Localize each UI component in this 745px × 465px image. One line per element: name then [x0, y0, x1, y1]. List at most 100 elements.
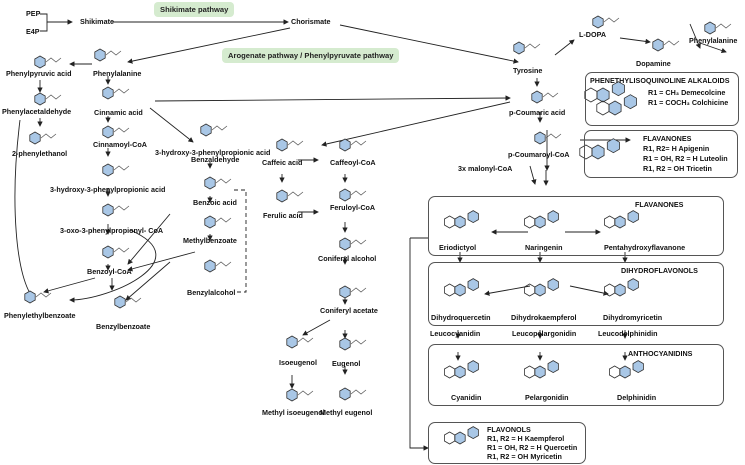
- benzene-ring-icon: [102, 245, 114, 259]
- benzene-ring-icon: [534, 131, 546, 145]
- benzene-ring-icon: [513, 41, 525, 55]
- flavanones-top-title: FLAVANONES: [643, 134, 692, 143]
- side-chain-icon: [350, 190, 367, 196]
- side-chain-icon: [35, 292, 52, 298]
- compound-l-dopa: L-DOPA: [579, 30, 607, 39]
- compound-malonyl-coa: 3x malonyl-CoA: [458, 164, 513, 173]
- benzene-ring-icon: [204, 176, 216, 190]
- fused-ring-icon: [524, 365, 536, 379]
- benzene-ring-icon: [102, 125, 114, 139]
- compound-caffeic-acid: Caffeic acid: [262, 158, 303, 167]
- side-chain-icon: [45, 57, 62, 63]
- flavonols-line-2: R1 = OH, R2 = H Quercetin: [487, 443, 578, 452]
- fused-ring-icon: [604, 283, 616, 297]
- benzene-ring-icon: [102, 163, 114, 177]
- side-chain-icon: [105, 50, 122, 56]
- compound-benzoic-acid: Benzoic acid: [193, 198, 237, 207]
- b-ring-icon: [606, 138, 620, 154]
- compound-shikimate: Shikimate: [80, 17, 114, 26]
- b-ring-icon: [623, 94, 637, 110]
- benzene-ring-icon: [34, 92, 46, 106]
- compound-coniferyl-acetate: Coniferyl acetate: [320, 306, 378, 315]
- side-chain-icon: [350, 389, 367, 395]
- flavonols-line-3: R1, R2 = OH Myricetin: [487, 452, 562, 461]
- benzene-ring-icon: [29, 131, 41, 145]
- side-chain-icon: [715, 23, 732, 29]
- side-chain-icon: [524, 43, 541, 49]
- side-chain-icon: [113, 205, 130, 211]
- side-chain-icon: [215, 217, 232, 223]
- shikimate-pathway-label: Shikimate pathway: [154, 2, 235, 17]
- b-ring-icon: [467, 278, 479, 292]
- b-ring-icon: [467, 210, 479, 224]
- benzene-ring-icon: [200, 123, 212, 137]
- side-chain-icon: [113, 127, 130, 133]
- benzene-ring-icon: [102, 203, 114, 217]
- side-chain-icon: [215, 178, 232, 184]
- compound-phenylethylbenzoate: Phenylethylbenzoate: [4, 311, 76, 320]
- anthocyanidins-box: ANTHOCYANIDINS Cyanidin Pelargonidin Del…: [428, 344, 724, 406]
- phenethyl-title: PHENETHYLISOQUINOLINE ALKALOIDS: [590, 76, 730, 85]
- phenethyl-line-2: R1 = COCH₃ Colchicine: [648, 98, 729, 107]
- compound-p-coumaroyl-coa: p-Coumaroyl-CoA: [508, 150, 570, 159]
- b-ring-icon: [547, 210, 559, 224]
- b-ring-icon: [611, 81, 625, 97]
- side-chain-icon: [350, 287, 367, 293]
- dihydroflavonols-title: DIHYDROFLAVONOLS: [621, 266, 698, 275]
- benzene-ring-icon: [339, 285, 351, 299]
- b-ring-icon: [632, 360, 644, 374]
- compound-cinnamoyl-coa: Cinnamoyl-CoA: [93, 140, 147, 149]
- side-chain-icon: [350, 239, 367, 245]
- fused-ring-icon: [443, 283, 456, 297]
- benzene-ring-icon: [204, 215, 216, 229]
- benzene-ring-icon: [34, 55, 46, 69]
- flavanone-pentahydroxyflavanone: Pentahydroxyflavanone: [604, 243, 686, 252]
- leucocyanidin: Leucocyanidin: [430, 329, 481, 338]
- benzene-ring-icon: [204, 259, 216, 273]
- benzene-ring-icon: [94, 48, 106, 62]
- benzene-ring-icon: [286, 335, 298, 349]
- leucopelargonidin: Leucopelargonidin: [512, 329, 577, 338]
- side-chain-icon: [542, 92, 559, 98]
- fused-ring-icon: [604, 215, 616, 229]
- compound-pep: PEP: [26, 9, 41, 18]
- side-chain-icon: [297, 337, 314, 343]
- side-chain-icon: [663, 40, 680, 46]
- flavanone-naringenin: Naringenin: [525, 243, 563, 252]
- compound-oxo-coa: 3-oxo-3-phenylpropionyl- CoA: [60, 226, 164, 235]
- flavanones-top-line-1: R1, R2= H Apigenin: [643, 144, 710, 153]
- compound-eugenol: Eugenol: [332, 359, 361, 368]
- side-chain-icon: [45, 94, 62, 100]
- flavonols-line-1: R1, R2 = H Kaempferol: [487, 434, 565, 443]
- fused-ring-icon: [524, 283, 536, 297]
- side-chain-icon: [287, 191, 304, 197]
- dihydro-quercetin: Dihydroquercetin: [431, 313, 491, 322]
- compound-phenylethanol: 2-phenylethanol: [12, 149, 68, 158]
- fused-ring-icon: [443, 365, 456, 379]
- compound-feruloyl-coa: Feruloyl-CoA: [330, 203, 376, 212]
- benzene-ring-icon: [339, 188, 351, 202]
- benzene-ring-icon: [276, 189, 288, 203]
- b-ring-icon: [547, 360, 559, 374]
- leucodelphinidin: Leucodelphinidin: [598, 329, 658, 338]
- side-chain-icon: [113, 88, 130, 94]
- arogenate-pathway-label: Arogenate pathway / Phenylpyruvate pathw…: [222, 48, 400, 63]
- compound-benzylbenzoate: Benzylbenzoate: [96, 322, 151, 331]
- b-ring-icon: [467, 426, 479, 440]
- compound-tyrosine: Tyrosine: [513, 66, 543, 75]
- flavanones-title: FLAVANONES: [635, 200, 684, 209]
- dihydroflavonols-box: DIHYDROFLAVONOLS Dihydroquercetin Dihydr…: [428, 262, 724, 326]
- flavanones-box: FLAVANONES Eriodictyol Naringenin Pentah…: [428, 196, 724, 256]
- benzene-ring-icon: [24, 290, 36, 304]
- compound-phenylacetaldehyde: Phenylacetaldehyde: [2, 107, 72, 116]
- compound-methyl-eugenol: Methyl eugenol: [320, 408, 373, 417]
- benzene-ring-icon: [339, 387, 351, 401]
- b-ring-icon: [627, 278, 639, 292]
- flavanone-eriodictyol: Eriodictyol: [439, 243, 477, 252]
- side-chain-icon: [350, 140, 367, 146]
- compound-isoeugenol: Isoeugenol: [279, 358, 317, 367]
- compound-benzaldehyde: Benzaldehyde: [191, 155, 240, 164]
- phenethylisoquinoline-box: PHENETHYLISOQUINOLINE ALKALOIDS R1 = CH₃…: [585, 72, 739, 126]
- fused-ring-icon: [609, 365, 621, 379]
